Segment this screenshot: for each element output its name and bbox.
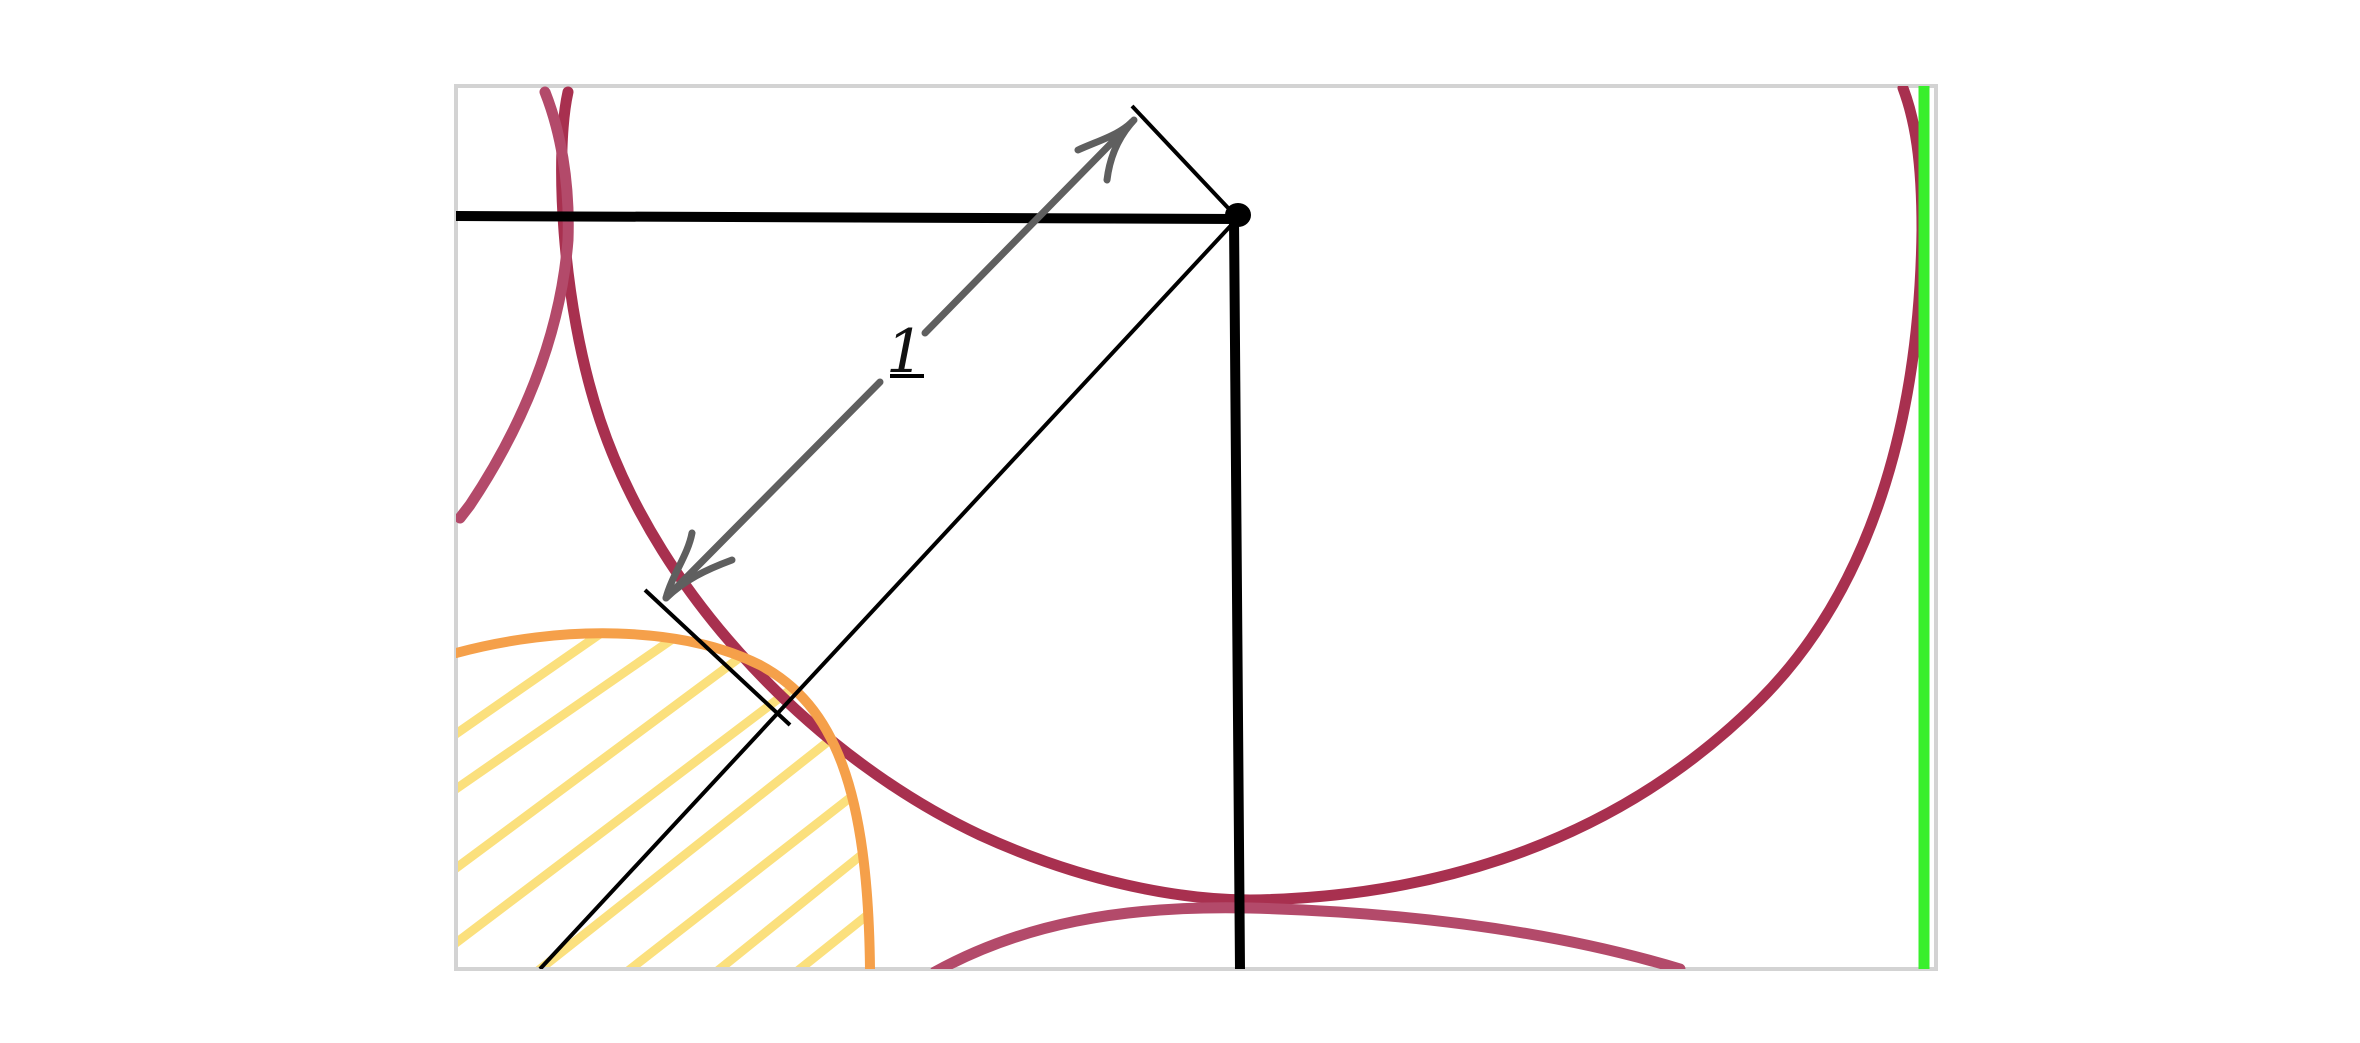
hatched-region (456, 632, 870, 969)
dimension-arrow (662, 116, 1138, 602)
arrowhead-bottom (662, 529, 736, 602)
corner-arc (456, 628, 875, 969)
vertical-radius-line (1229, 213, 1245, 969)
center-point (1225, 203, 1251, 227)
tangent-line-top (1130, 104, 1232, 212)
tangent-line-bottom (643, 588, 792, 727)
bottom-circle-arc (930, 902, 1686, 969)
main-circle-arc (556, 86, 1928, 906)
arrowhead-top (1074, 116, 1138, 184)
diagonal-line (538, 218, 1238, 969)
left-circle-arc (456, 86, 574, 524)
horizontal-radius-line (456, 211, 1243, 224)
frame (454, 84, 1938, 971)
